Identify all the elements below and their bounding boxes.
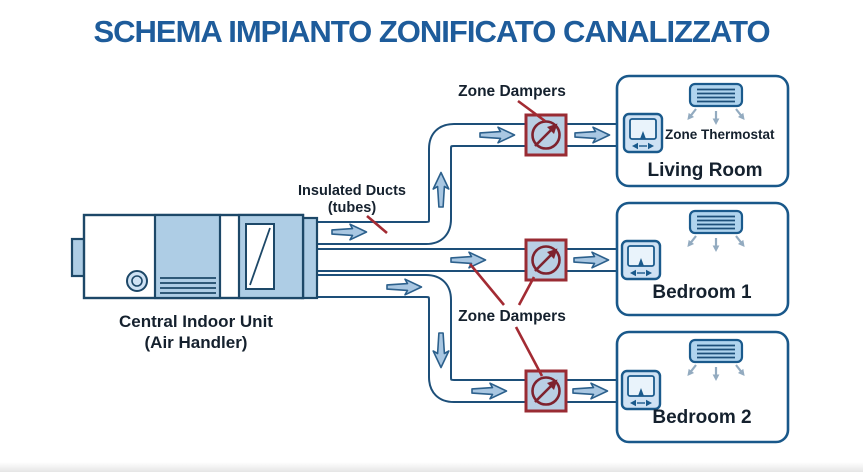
central-indoor-unit (70, 213, 319, 300)
zone-thermostat-label: Zone Thermostat (665, 127, 775, 142)
thermostat-icon (620, 239, 662, 281)
filter-icon (245, 223, 275, 290)
unit-duct-collar (300, 216, 319, 300)
room-name: Living Room (647, 160, 762, 181)
room-name: Bedroom 1 (652, 282, 752, 303)
thermostat-icon (622, 112, 664, 154)
leader-line-middle-damper (517, 276, 536, 306)
unit-label-line2: (Air Handler) (145, 333, 248, 352)
leader-line-ducts (366, 215, 388, 234)
insulated-ducts-label-line1: Insulated Ducts (298, 183, 406, 199)
zone-dampers-label-top: Zone Dampers (458, 83, 566, 100)
fan-icon (126, 270, 148, 292)
zone-dampers-label-middle: Zone Dampers (458, 308, 566, 325)
bottom-shadow (0, 462, 863, 472)
coil-lines-icon (160, 277, 216, 294)
leader-line-middle-duct (468, 263, 506, 306)
thermostat-icon (620, 369, 662, 411)
diagram-title: SCHEMA IMPIANTO ZONIFICATO CANALIZZATO (93, 14, 770, 49)
duct-bedroom-2 (310, 274, 620, 403)
room-living-room: Zone Thermostat Living Room (615, 74, 790, 188)
insulated-ducts-label-line2: (tubes) (328, 200, 377, 216)
unit-label-line1: Central Indoor Unit (119, 312, 273, 331)
room-name: Bedroom 2 (652, 407, 751, 428)
room-bedroom-2: Bedroom 2 (615, 330, 790, 444)
zone-damper-icon-bedroom-1 (524, 238, 568, 282)
leader-line-bottom-damper (514, 326, 544, 377)
zone-damper-icon-bedroom-2 (524, 369, 568, 413)
zone-damper-icon-living-room (524, 113, 568, 157)
leader-line-top-damper (517, 99, 546, 123)
room-bedroom-1: Bedroom 1 (615, 201, 790, 317)
